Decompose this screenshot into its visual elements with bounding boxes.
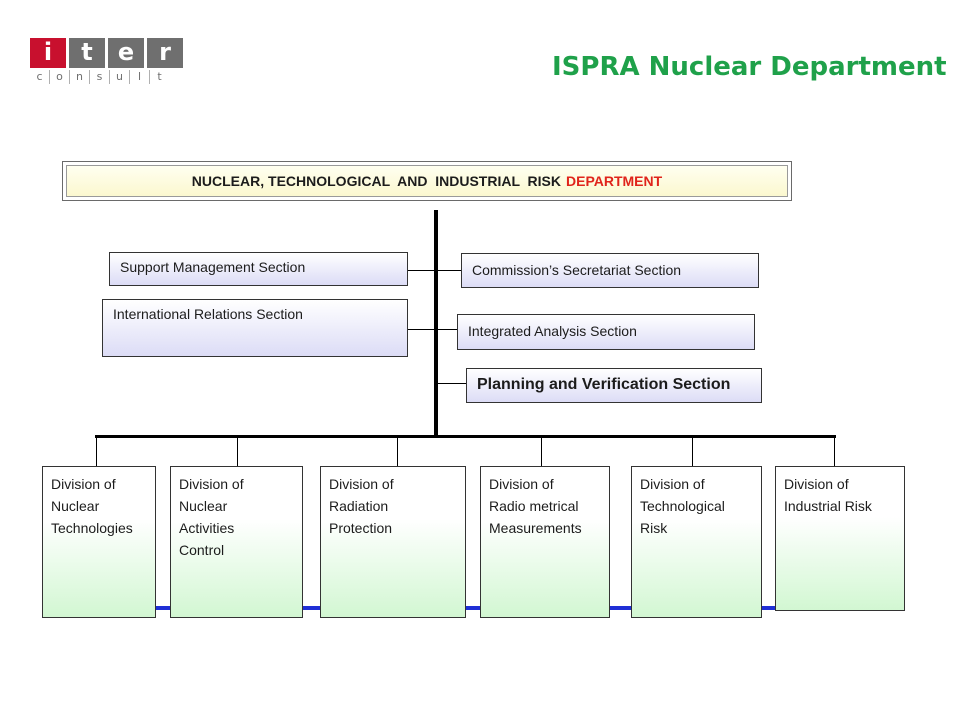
logo-letter: r <box>147 38 183 68</box>
page-title: ISPRA Nuclear Department <box>552 52 947 82</box>
connector-international-relations <box>407 329 434 330</box>
logo-sub-letter: c <box>30 70 50 84</box>
main-vertical-connector <box>434 210 438 438</box>
logo-sub-letter: t <box>157 70 162 83</box>
division-technological-risk: Division of Technological Risk <box>631 466 762 618</box>
logo-sub-letter: l <box>130 70 150 84</box>
connector-support-management <box>407 270 434 271</box>
logo-subtitle: c o n s u l t <box>30 70 186 84</box>
division-drop-3 <box>397 437 398 467</box>
division-drop-1 <box>96 437 97 467</box>
division-drop-2 <box>237 437 238 467</box>
division-label: Division of Radio metrical Measurements <box>489 476 582 536</box>
section-label: Support Management Section <box>120 259 306 275</box>
division-radiation-protection: Division of Radiation Protection <box>320 466 466 618</box>
logo-sub-letter: s <box>90 70 110 84</box>
division-industrial-risk: Division of Industrial Risk <box>775 466 905 611</box>
commission-secretariat-section: Commission’s Secretariat Section <box>461 253 759 288</box>
division-label: Division of Nuclear Activities Control <box>179 476 244 558</box>
division-drop-6 <box>834 437 835 467</box>
division-label: Division of Industrial Risk <box>784 476 872 514</box>
section-label: Integrated Analysis Section <box>468 323 637 339</box>
international-relations-section: International Relations Section <box>102 299 408 357</box>
department-box: NUCLEAR, TECHNOLOGICAL AND INDUSTRIAL RI… <box>62 161 792 201</box>
logo-letter: t <box>69 38 105 68</box>
logo-letter: i <box>30 38 66 68</box>
department-label: NUCLEAR, TECHNOLOGICAL AND INDUSTRIAL RI… <box>66 165 788 197</box>
division-drop-5 <box>692 437 693 467</box>
division-drop-4 <box>541 437 542 467</box>
division-label: Division of Radiation Protection <box>329 476 394 536</box>
division-label: Division of Nuclear Technologies <box>51 476 133 536</box>
planning-verification-section: Planning and Verification Section <box>466 368 762 403</box>
logo-sub-letter: u <box>110 70 130 84</box>
department-name: NUCLEAR, TECHNOLOGICAL AND INDUSTRIAL RI… <box>191 173 561 189</box>
connector-commission-secretariat <box>438 270 461 271</box>
section-label: International Relations Section <box>113 306 303 322</box>
division-horizontal-bus <box>95 435 836 438</box>
logo-sub-letter: n <box>70 70 90 84</box>
integrated-analysis-section: Integrated Analysis Section <box>457 314 755 350</box>
section-label: Planning and Verification Section <box>477 376 731 393</box>
division-label: Division of Technological Risk <box>640 476 725 536</box>
connector-planning-verification <box>438 383 467 384</box>
department-word: DEPARTMENT <box>566 173 663 189</box>
connector-integrated-analysis <box>438 329 457 330</box>
logo-letters: i t e r <box>30 38 186 68</box>
support-management-section: Support Management Section <box>109 252 408 286</box>
division-nuclear-activities-control: Division of Nuclear Activities Control <box>170 466 303 618</box>
logo-letter: e <box>108 38 144 68</box>
division-radiometrical-measurements: Division of Radio metrical Measurements <box>480 466 610 618</box>
section-label: Commission’s Secretariat Section <box>472 262 682 278</box>
division-nuclear-technologies: Division of Nuclear Technologies <box>42 466 156 618</box>
iter-consult-logo: i t e r c o n s u l t <box>30 38 186 86</box>
logo-sub-letter: o <box>50 70 70 84</box>
